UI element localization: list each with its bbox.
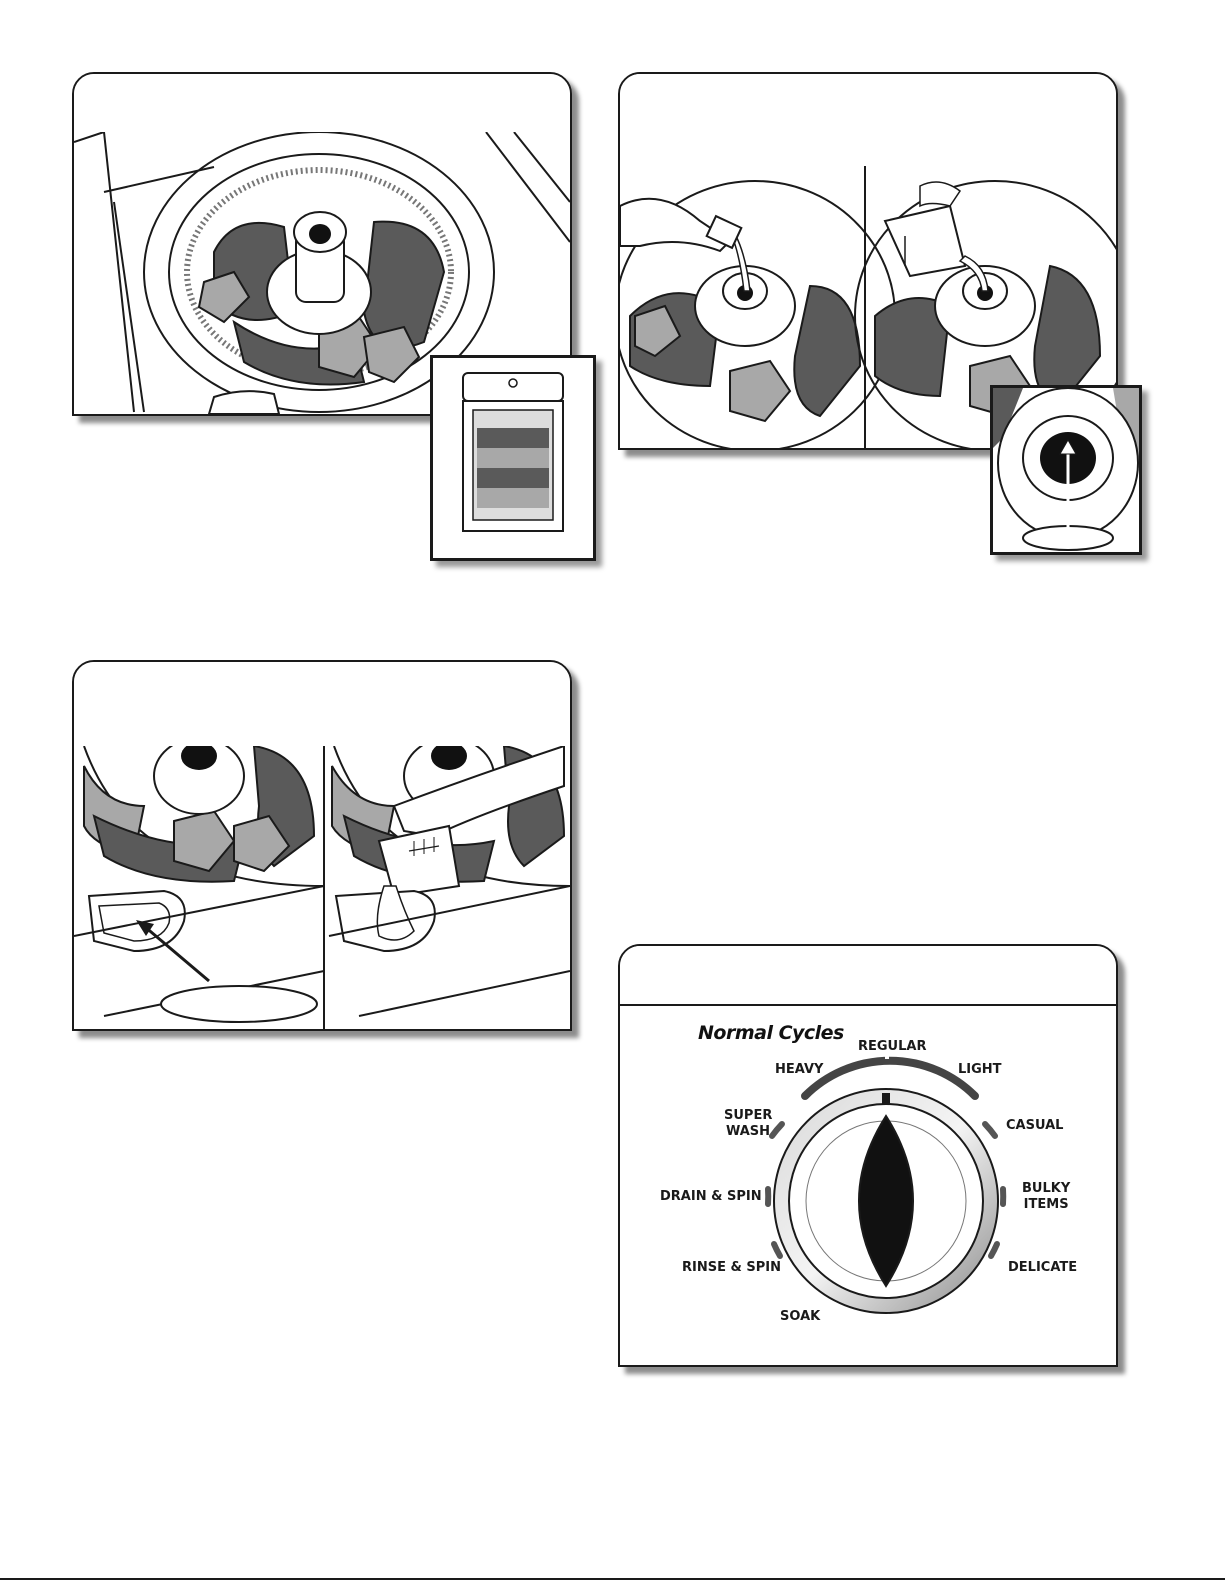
bleach-dispenser-illustration — [74, 746, 570, 1029]
cycle-label-regular: REGULAR — [858, 1039, 926, 1055]
cycle-dial-panel: Normal Cycles HEAVY REGULAR LIGHT SUPER … — [618, 944, 1118, 1367]
washer-front-icon — [433, 358, 593, 558]
cycle-label-bulky-items: BULKY ITEMS — [1022, 1181, 1070, 1213]
cycle-label-light: LIGHT — [958, 1062, 1002, 1078]
washer-load-level-inset — [430, 355, 596, 561]
panel-header — [74, 662, 570, 748]
cycle-selector-dial[interactable] — [620, 946, 1116, 1365]
page-bottom-rule — [0, 1578, 1225, 1580]
add-bleach-panel — [72, 660, 572, 1031]
cycle-label-rinse-spin: RINSE & SPIN — [682, 1260, 781, 1276]
dispenser-closeup-inset — [990, 385, 1142, 555]
panel-header — [74, 74, 570, 134]
cycle-label-delicate: DELICATE — [1008, 1260, 1077, 1276]
cycle-label-drain-spin: DRAIN & SPIN — [660, 1189, 762, 1205]
cycle-label-heavy: HEAVY — [775, 1062, 823, 1078]
cycle-label-soak: SOAK — [780, 1309, 820, 1325]
panel-header — [620, 74, 1116, 168]
cycle-label-casual: CASUAL — [1006, 1118, 1063, 1134]
cycle-label-super-wash: SUPER WASH — [724, 1108, 770, 1140]
fill-line-closeup-icon — [993, 388, 1139, 552]
